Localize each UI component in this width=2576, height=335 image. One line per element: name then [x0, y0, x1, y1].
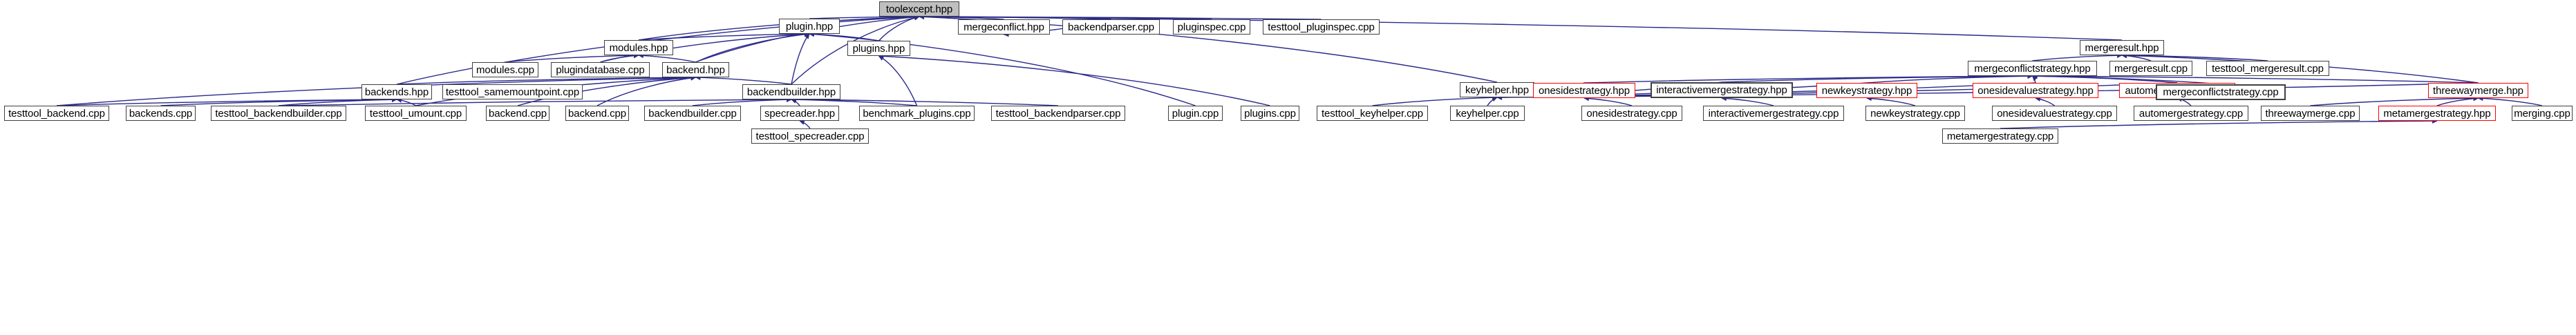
graph-node-keyhelper-cpp[interactable]: keyhelper.cpp	[1450, 106, 1525, 121]
graph-node-mergeresult-cpp[interactable]: mergeresult.cpp	[2109, 61, 2192, 76]
graph-node-backendbuilder-hpp[interactable]: backendbuilder.hpp	[742, 84, 840, 99]
graph-node-automergestrategy-cpp[interactable]: automergestrategy.cpp	[2134, 106, 2248, 121]
graph-node-onesidevaluestrategy-cpp[interactable]: onesidevaluestrategy.cpp	[1992, 106, 2117, 121]
graph-node-testtool-backend-cpp[interactable]: testtool_backend.cpp	[4, 106, 109, 121]
graph-node-mergeconflictstrategy-cpp[interactable]: mergeconflictstrategy.cpp	[2156, 84, 2286, 100]
graph-node-modules-hpp[interactable]: modules.hpp	[604, 40, 673, 55]
graph-node-onesidestrategy-hpp[interactable]: onesidestrategy.hpp	[1533, 83, 1635, 98]
graph-node-plugins-hpp[interactable]: plugins.hpp	[847, 41, 910, 56]
graph-node-testtool-keyhelper-cpp[interactable]: testtool_keyhelper.cpp	[1317, 106, 1428, 121]
graph-node-testtool-umount-cpp[interactable]: testtool_umount.cpp	[365, 106, 467, 121]
graph-node-testtool-specreader-cpp[interactable]: testtool_specreader.cpp	[751, 128, 869, 144]
graph-node-plugin-hpp[interactable]: plugin.hpp	[779, 19, 840, 34]
graph-node-mergeconflict-hpp[interactable]: mergeconflict.hpp	[958, 19, 1050, 35]
graph-node-plugin-cpp[interactable]: plugin.cpp	[1168, 106, 1223, 121]
graph-node-metamergestrategy-cpp[interactable]: metamergestrategy.cpp	[1942, 128, 2058, 144]
graph-node-newkeystrategy-hpp[interactable]: newkeystrategy.hpp	[1816, 83, 1917, 98]
graph-node-backend-cpp-1[interactable]: backend.cpp	[486, 106, 549, 121]
graph-node-newkeystrategy-cpp[interactable]: newkeystrategy.cpp	[1865, 106, 1965, 121]
graph-node-mergeconflictstrategy-hpp[interactable]: mergeconflictstrategy.hpp	[1968, 61, 2097, 76]
graph-node-toolexcept-hpp[interactable]: toolexcept.hpp	[879, 1, 959, 17]
graph-node-backends-cpp[interactable]: backends.cpp	[126, 106, 196, 121]
graph-node-onesidestrategy-cpp[interactable]: onesidestrategy.cpp	[1581, 106, 1682, 121]
graph-node-metamergestrategy-hpp[interactable]: metamergestrategy.hpp	[2378, 106, 2496, 121]
graph-node-interactivemergestrategy-cpp[interactable]: interactivemergestrategy.cpp	[1703, 106, 1844, 121]
graph-node-mergeresult-hpp[interactable]: mergeresult.hpp	[2080, 40, 2164, 55]
graph-node-testtool-mergeresult-cpp[interactable]: testtool_mergeresult.cpp	[2206, 61, 2329, 76]
graph-node-pluginspec-cpp[interactable]: pluginspec.cpp	[1173, 19, 1250, 35]
graph-node-testtool-pluginspec-cpp[interactable]: testtool_pluginspec.cpp	[1263, 19, 1380, 35]
graph-node-keyhelper-hpp[interactable]: keyhelper.hpp	[1460, 82, 1534, 97]
graph-node-onesidevaluestrategy-hpp[interactable]: onesidevaluestrategy.hpp	[1973, 83, 2098, 98]
graph-node-plugindatabase-cpp[interactable]: plugindatabase.cpp	[551, 62, 650, 77]
graph-node-testtool-samemountpoint-cpp[interactable]: testtool_samemountpoint.cpp	[442, 84, 583, 99]
graph-node-threewaymerge-cpp[interactable]: threewaymerge.cpp	[2261, 106, 2360, 121]
graph-node-benchmark-plugins-cpp[interactable]: benchmark_plugins.cpp	[859, 106, 975, 121]
graph-node-testtool-backendparser-cpp[interactable]: testtool_backendparser.cpp	[991, 106, 1125, 121]
graph-node-plugins-cpp[interactable]: plugins.cpp	[1241, 106, 1299, 121]
graph-node-testtool-backendbuilder-cpp[interactable]: testtool_backendbuilder.cpp	[211, 106, 346, 121]
graph-node-backend-cpp-2[interactable]: backend.cpp	[565, 106, 629, 121]
graph-node-backendbuilder-cpp[interactable]: backendbuilder.cpp	[644, 106, 741, 121]
graph-node-threewaymerge-hpp[interactable]: threewaymerge.hpp	[2428, 83, 2528, 98]
graph-node-interactivemergestrategy-hpp[interactable]: interactivemergestrategy.hpp	[1651, 82, 1793, 98]
graph-node-backends-hpp[interactable]: backends.hpp	[361, 84, 432, 99]
graph-node-merging-cpp[interactable]: merging.cpp	[2512, 106, 2573, 121]
graph-node-modules-cpp[interactable]: modules.cpp	[472, 62, 538, 77]
graph-node-backend-hpp[interactable]: backend.hpp	[662, 62, 729, 77]
graph-node-backendparser-cpp[interactable]: backendparser.cpp	[1062, 19, 1160, 35]
graph-node-specreader-hpp[interactable]: specreader.hpp	[760, 106, 839, 121]
